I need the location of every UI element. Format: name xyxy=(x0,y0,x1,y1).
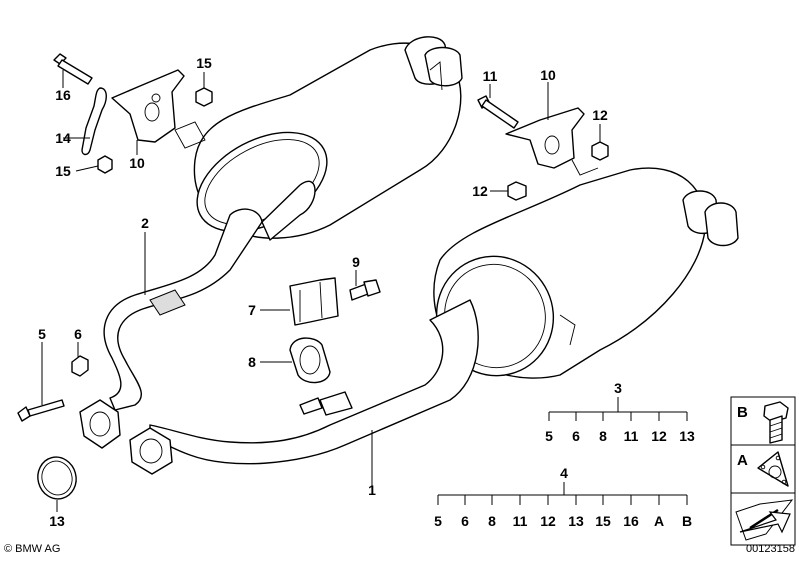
nut-15-lower xyxy=(97,155,113,174)
callout-16: 16 xyxy=(55,87,71,103)
callout-15-lower: 15 xyxy=(55,163,71,179)
set3-item: 6 xyxy=(572,428,580,444)
rear-muffler-left xyxy=(174,36,463,239)
callout-12-lower: 12 xyxy=(472,183,488,199)
leader-lines xyxy=(41,70,688,512)
set3-item: 8 xyxy=(599,428,607,444)
copyright-notice: © BMW AG xyxy=(4,543,61,555)
set4-item: 15 xyxy=(595,513,611,529)
callout-8: 8 xyxy=(248,354,256,370)
callout-9: 9 xyxy=(352,254,360,270)
callout-10-left: 10 xyxy=(129,155,145,171)
callout-10-right: 10 xyxy=(540,67,556,83)
diagram-id: 00123158 xyxy=(746,543,795,555)
set3-item: 13 xyxy=(679,428,695,444)
bracket-7 xyxy=(289,277,339,326)
callout-4: 4 xyxy=(560,465,568,481)
bolt-11 xyxy=(477,95,519,129)
flange-left xyxy=(79,399,121,449)
callout-14: 14 xyxy=(55,130,71,146)
bracket-10-left xyxy=(111,69,185,143)
screw-9 xyxy=(349,279,381,301)
hanger-14 xyxy=(81,87,107,156)
callout-11: 11 xyxy=(483,68,498,84)
gasket-icon xyxy=(757,451,789,487)
set4-item: A xyxy=(654,513,664,529)
callout-5: 5 xyxy=(38,326,46,342)
nut-15-upper xyxy=(195,87,213,107)
set4-item: 8 xyxy=(488,513,496,529)
bolt-5 xyxy=(17,399,65,422)
callout-6: 6 xyxy=(74,326,82,342)
direction-arrow-icon xyxy=(735,499,794,541)
legend-label-b: B xyxy=(737,404,748,421)
legend-panel: B A xyxy=(730,396,796,546)
set4-item: 12 xyxy=(540,513,556,529)
callout-3: 3 xyxy=(614,380,622,396)
nut-12-lower xyxy=(507,181,527,201)
callout-13: 13 xyxy=(49,513,65,529)
callout-2: 2 xyxy=(141,215,149,231)
set4-item: 11 xyxy=(513,513,528,529)
callout-7: 7 xyxy=(248,302,256,318)
set4-item: 6 xyxy=(461,513,469,529)
set4-item: 5 xyxy=(434,513,442,529)
callout-15-upper: 15 xyxy=(196,55,212,71)
legend-label-a: A xyxy=(737,452,748,469)
set3-item: 11 xyxy=(624,428,639,444)
callout-12-upper: 12 xyxy=(592,107,608,123)
rubber-mount-8 xyxy=(289,337,331,384)
flange-right xyxy=(129,427,173,475)
nut-12-upper xyxy=(591,141,609,161)
set3-item: 5 xyxy=(545,428,553,444)
set4-item: B xyxy=(682,513,692,529)
bracket-10-right xyxy=(505,107,585,169)
gasket-13 xyxy=(37,456,77,500)
callout-1: 1 xyxy=(368,482,376,498)
set4-item: 16 xyxy=(623,513,639,529)
nut-6 xyxy=(71,355,89,377)
exhaust-pipe-assembly xyxy=(103,180,479,465)
set3-item: 12 xyxy=(651,428,667,444)
set4-item: 13 xyxy=(568,513,584,529)
rear-muffler-right xyxy=(433,159,739,379)
bolt-icon xyxy=(763,401,789,444)
bolt-16 xyxy=(53,53,93,85)
